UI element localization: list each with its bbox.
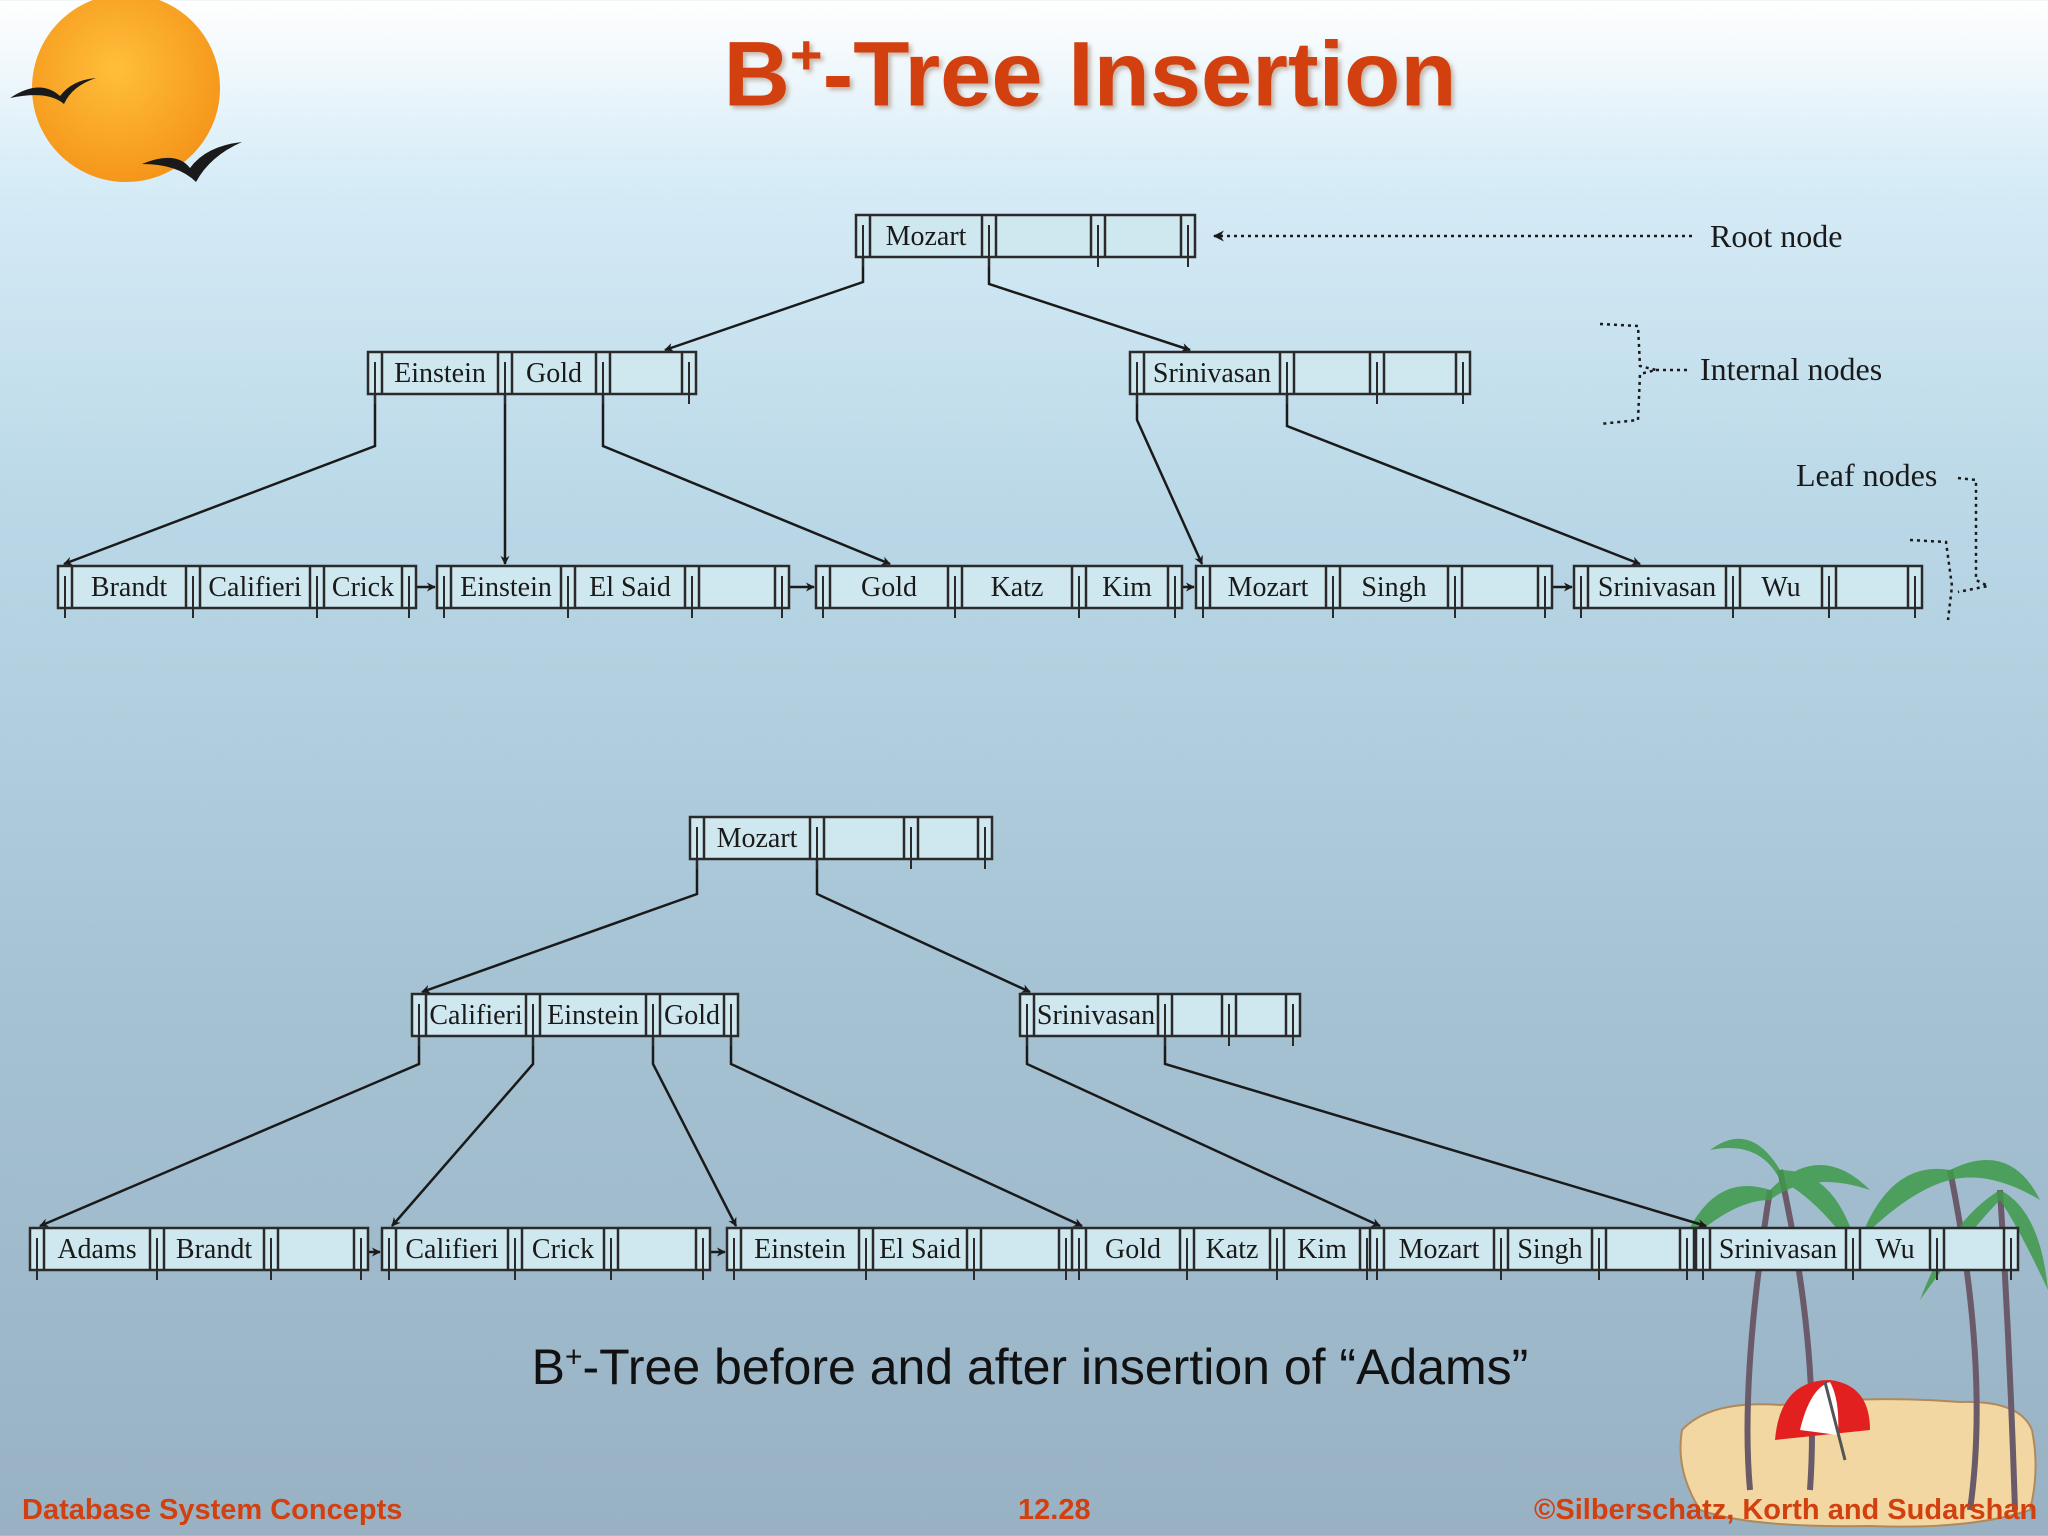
node-key: Katz bbox=[1206, 1234, 1259, 1265]
internal-node-before-1: Einstein Gold bbox=[366, 350, 698, 404]
node-key: Wu bbox=[1875, 1234, 1914, 1265]
root-node-before: Mozart bbox=[854, 213, 1197, 267]
node-key: Crick bbox=[332, 572, 394, 603]
footer-book-title: Database System Concepts bbox=[22, 1494, 403, 1526]
node-key: Singh bbox=[1517, 1234, 1582, 1265]
node-key: Crick bbox=[532, 1234, 594, 1265]
leaf-node-after-3: Einstein El Said bbox=[725, 1226, 1075, 1280]
node-key: Srinivasan bbox=[1598, 572, 1716, 603]
node-key: Srinivasan bbox=[1719, 1234, 1837, 1265]
node-key: El Said bbox=[879, 1234, 961, 1265]
node-key: Singh bbox=[1361, 572, 1426, 603]
leaf-nodes-label: Leaf nodes bbox=[1796, 457, 1937, 493]
edge-root-left-before bbox=[664, 257, 865, 352]
root-node-after: Mozart bbox=[688, 815, 994, 869]
root-node-label: Root node bbox=[1710, 218, 1842, 254]
leaf-node-before-5: Srinivasan Wu bbox=[1572, 564, 1924, 618]
node-key: Wu bbox=[1761, 572, 1800, 603]
leaf-node-before-1: Brandt Califieri Crick bbox=[56, 564, 418, 618]
internal-nodes-label: Internal nodes bbox=[1700, 351, 1882, 387]
edge-before-1 bbox=[63, 394, 377, 566]
internal-node-before-2: Srinivasan bbox=[1128, 350, 1472, 404]
edge-after-2 bbox=[391, 1036, 535, 1227]
node-key: El Said bbox=[589, 572, 671, 603]
leaf-nodes-brace bbox=[1909, 476, 1992, 621]
edge-after-3 bbox=[651, 1036, 738, 1227]
leaf-node-after-5: Mozart Singh bbox=[1368, 1226, 1696, 1280]
node-key: Gold bbox=[861, 572, 917, 603]
node-key: Kim bbox=[1297, 1234, 1347, 1265]
node-key: Mozart bbox=[1399, 1234, 1480, 1265]
edge-before-3 bbox=[601, 394, 891, 566]
leaf-node-after-6: Srinivasan Wu bbox=[1694, 1226, 2020, 1280]
node-key: Einstein bbox=[394, 358, 486, 389]
node-key: Califieri bbox=[405, 1234, 499, 1265]
node-key: Gold bbox=[526, 358, 582, 389]
node-key: Srinivasan bbox=[1153, 358, 1271, 389]
internal-node-after-2: Srinivasan bbox=[1018, 992, 1302, 1046]
node-key: Mozart bbox=[717, 823, 798, 854]
node-key: Einstein bbox=[460, 572, 552, 603]
edge-before-5 bbox=[1285, 394, 1641, 566]
node-key: Mozart bbox=[1228, 572, 1309, 603]
sun-with-birds-logo bbox=[10, 0, 242, 182]
node-key: Gold bbox=[1105, 1234, 1161, 1265]
leaf-node-after-4: Gold Katz Kim bbox=[1070, 1226, 1376, 1280]
internal-nodes-brace bbox=[1599, 322, 1657, 426]
footer-page-number: 12.28 bbox=[1018, 1494, 1091, 1526]
node-key: Adams bbox=[57, 1234, 136, 1265]
node-key: Mozart bbox=[886, 221, 967, 252]
leaf-node-before-3: Gold Katz Kim bbox=[814, 564, 1184, 618]
internal-node-after-1: Califieri Einstein Gold bbox=[410, 992, 740, 1046]
node-key: Gold bbox=[664, 1000, 720, 1031]
edge-root-right-before bbox=[987, 257, 1191, 352]
edge-after-1 bbox=[39, 1036, 421, 1228]
node-key: Srinivasan bbox=[1037, 1000, 1155, 1031]
node-key: Califieri bbox=[429, 1000, 523, 1031]
node-key: Kim bbox=[1102, 572, 1152, 603]
node-key: Einstein bbox=[547, 1000, 639, 1031]
footer-copyright: ©Silberschatz, Korth and Sudarshan bbox=[1534, 1494, 2038, 1526]
edge-root-left-after bbox=[421, 859, 699, 994]
node-key: Katz bbox=[991, 572, 1044, 603]
edge-after-5 bbox=[1025, 1036, 1381, 1228]
node-key: Califieri bbox=[208, 572, 302, 603]
leaf-node-after-2: Califieri Crick bbox=[380, 1226, 712, 1280]
node-key: Brandt bbox=[91, 572, 167, 603]
edge-after-6 bbox=[1163, 1036, 1707, 1228]
edge-root-right-after bbox=[815, 859, 1031, 994]
figure-caption: B+-Tree before and after insertion of “A… bbox=[531, 1339, 1529, 1395]
node-key: Einstein bbox=[754, 1234, 846, 1265]
slide-title: B+-Tree Insertion bbox=[723, 23, 1457, 126]
edge-before-4 bbox=[1135, 394, 1204, 565]
leaf-node-before-4: Mozart Singh bbox=[1194, 564, 1554, 618]
leaf-node-before-2: Einstein El Said bbox=[435, 564, 791, 618]
node-key: Brandt bbox=[176, 1234, 252, 1265]
leaf-node-after-1: Adams Brandt bbox=[28, 1226, 370, 1280]
